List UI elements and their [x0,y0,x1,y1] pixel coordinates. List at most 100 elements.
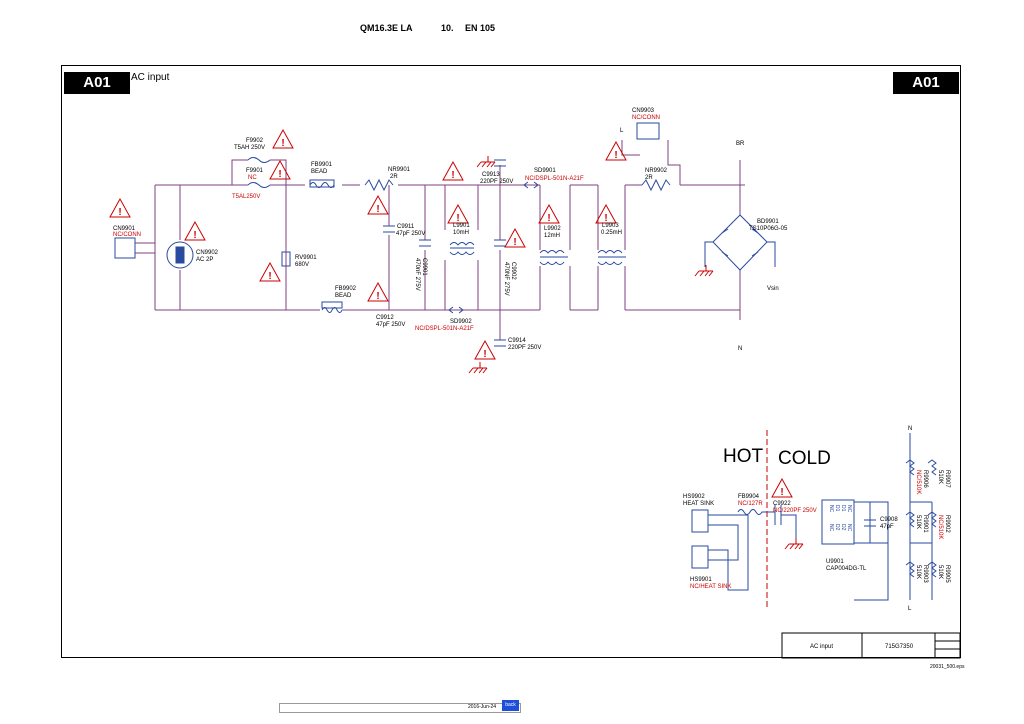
label-c9901-val: 470nF 275V [414,258,420,291]
u9901-pin-5: NC [828,524,834,532]
label-bd9901: BD9901 [757,219,779,225]
label-r9902: R9902 [944,515,950,533]
back-link[interactable]: back [502,700,519,711]
label-l9902: L9902 [544,226,561,232]
u9901-pin-6: D2 [834,524,840,531]
label-bd9901-val: TS10P06G-05 [749,226,788,232]
sheet-tag-left: A01 [64,72,130,94]
wires [135,140,745,340]
label-r9901: R9901 [922,515,928,533]
label-l9902-val: 12mH [544,233,560,239]
header-page: EN 105 [465,23,496,33]
label-r9906-val: NC/510K [915,470,921,494]
label-r9903-val: 510K [915,565,921,579]
label-c9913-val: 220PF 250V [480,179,513,185]
lower-components [691,433,937,601]
label-hs9901: HS9901 [690,577,712,583]
label-l-lower: L [908,606,912,612]
label-c9914: C9914 [508,338,526,344]
label-sd9901-val: NC/DSPL-501N-A21F [525,176,584,182]
u9901-pin-1: NC [828,505,834,513]
label-fb9901-val: BEAD [311,169,328,175]
label-nr9902-val: 2R [645,175,653,181]
label-c9908-val: 47pF [880,524,894,530]
label-r9903: R9903 [922,565,928,583]
schematic-frame [61,65,961,658]
label-r9905: R9905 [944,565,950,583]
label-c9912: C9912 [376,315,394,321]
label-cn9903: CN9903 [632,108,655,114]
label-fb9901: FB9901 [311,162,333,168]
label-cn9901-val: NC/CONN [113,232,141,238]
label-l9903-val: 0.25mH [601,230,622,236]
label-br: BR [736,141,745,147]
label-hs9902-val: HEAT SINK [683,501,714,507]
u9901-pin-4: NC [846,505,852,513]
label-cn9902-val: AC 2P [196,257,213,263]
u9901-pin-7: D2 [840,524,846,531]
cold-label: COLD [778,448,831,469]
label-l9903: L9903 [602,223,619,229]
footer-bar [279,703,521,713]
label-r9906: R9906 [922,470,928,488]
footer-date: 2016-Jun-24 [468,704,497,710]
sheet-title: AC input [131,72,170,83]
label-l9901-val: 10mH [453,230,469,236]
label-f9901-nc: NC [248,175,257,181]
label-nr9901-val: 2R [390,174,398,180]
label-fb9904: FB9904 [738,494,760,500]
label-sd9902: SD9902 [450,319,472,325]
label-c9914-val: 220PF 250V [508,345,541,351]
header-section: 10. [441,23,454,33]
label-sd9902-val: NC/DSPL-501N-A21F [415,326,474,332]
title-block-name: AC input [810,644,833,650]
title-block-code: 715G7350 [885,644,914,650]
label-r9907: R9907 [944,470,950,488]
label-c9908: C9908 [880,517,898,523]
label-n-lower: N [908,426,912,432]
label-r9907-val: 510K [937,470,943,484]
label-f9901: F9901 [246,168,264,174]
label-n: N [738,346,742,352]
title-block [781,632,961,659]
sheet-tag-right: A01 [893,72,959,94]
label-c9913: C9913 [482,172,500,178]
label-r9905-val: 510K [937,565,943,579]
label-fb9902-val: BEAD [335,293,352,299]
label-hs9902: HS9902 [683,494,705,500]
u9901-pin-2: D1 [834,505,840,512]
hot-label: HOT [723,446,764,467]
label-c9922: C9922 [773,501,791,507]
label-c9902: C9902 [510,262,516,280]
label-cn9901: CN9901 [113,226,136,232]
component-symbols [114,122,776,347]
component-labels: CN9901 NC/CONN CN9902 AC 2P F9902 T5AH 2… [113,108,950,612]
label-c9912-val: 47pF 250V [376,322,405,328]
label-c9901: C9901 [421,258,427,276]
label-f9902: F9902 [246,138,264,144]
label-rv9901-val: 680V [295,262,309,268]
label-f9902-val: T5AH 250V [234,145,265,151]
label-cn9903-val: NC/CONN [632,115,660,121]
label-fb9904-val: NC/127R [738,501,763,507]
label-rv9901: RV9901 [295,255,317,261]
header-model: QM16.3E LA [360,23,413,33]
u9901-pin-8: NC [846,524,852,532]
label-l9901: L9901 [453,223,470,229]
label-nr9902: NR9902 [645,168,668,174]
label-cn9902: CN9902 [196,250,219,256]
label-u9901-val: CAP004DG-TL [826,566,867,572]
label-r9902-val: NC/510K [937,515,943,539]
label-u9901: U9901 [826,559,844,565]
label-c9911-val: 47pF 250V [396,231,425,237]
label-l-top: L [620,128,624,134]
label-sd9901: SD9901 [534,168,556,174]
label-r9901-val: 510K [915,515,921,529]
label-c9902-val: 470NF 275V [503,262,509,296]
label-vsin: Vsin [767,286,779,292]
label-hs9901-val: NC/HEAT SINK [690,584,731,590]
label-f9901-val: T5AL250V [232,194,260,200]
label-c9911: C9911 [397,224,415,230]
label-nr9901: NR9901 [388,167,411,173]
